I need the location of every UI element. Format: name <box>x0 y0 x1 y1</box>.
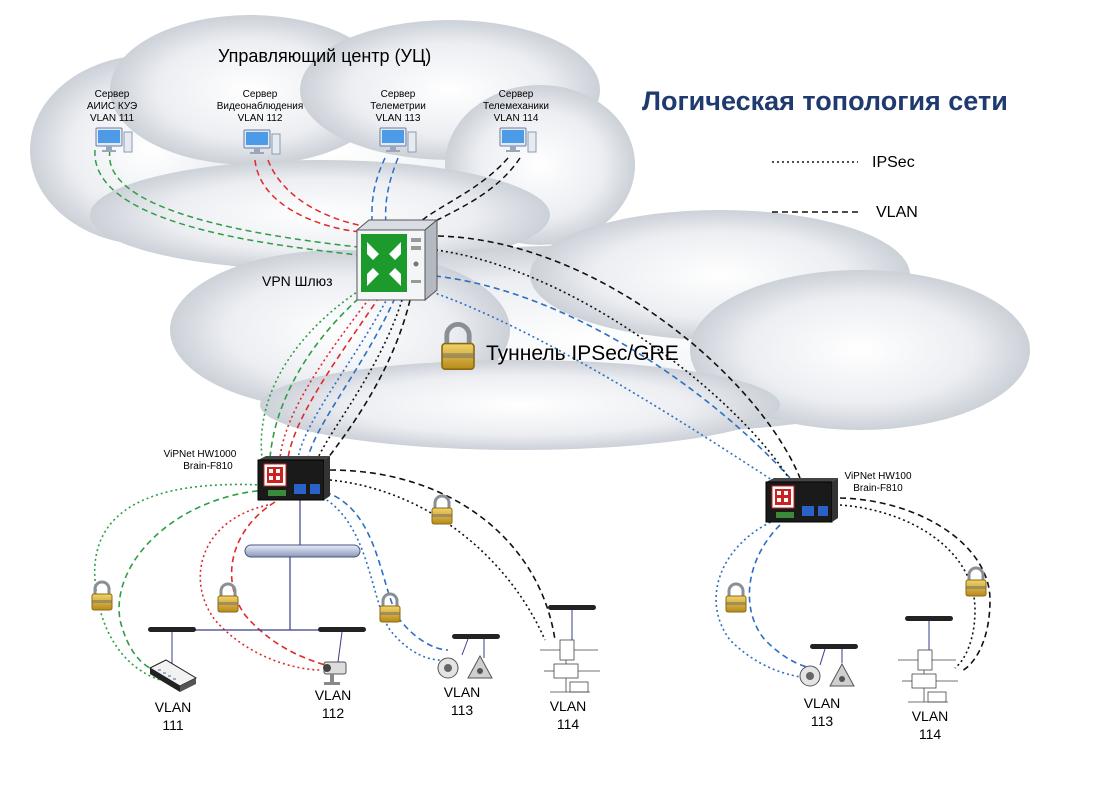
svg-text:114: 114 <box>919 726 942 742</box>
svg-text:VLAN 112: VLAN 112 <box>238 113 283 124</box>
svg-text:VLAN: VLAN <box>315 687 352 703</box>
svg-text:АИИС КУЭ: АИИС КУЭ <box>87 101 137 112</box>
svg-text:112: 112 <box>322 705 345 721</box>
svg-text:111: 111 <box>162 717 183 733</box>
control-center-label: Управляющий центр (УЦ) <box>218 46 431 66</box>
legend-vlan-label: VLAN <box>876 204 918 221</box>
svg-text:VLAN: VLAN <box>550 698 587 714</box>
right-device-links <box>715 497 991 679</box>
svg-text:113: 113 <box>811 713 834 729</box>
svg-text:Сервер: Сервер <box>499 89 534 100</box>
svg-text:VLAN: VLAN <box>912 708 949 724</box>
lock-icon <box>378 592 402 624</box>
svg-text:VLAN 114: VLAN 114 <box>494 113 539 124</box>
server-label-video: Сервер Видеонаблюдения VLAN 112 <box>217 89 304 124</box>
gateway-left-links <box>260 289 411 459</box>
vlan111-switch-icon[interactable] <box>148 659 198 692</box>
vipnet-hw1000-router-icon[interactable] <box>257 456 330 501</box>
endpoint-label-vlan111: VLAN 111 <box>155 699 192 733</box>
device-left-label: ViPNet HW1000 Brain-F810 <box>164 449 237 472</box>
svg-text:VLAN: VLAN <box>155 699 192 715</box>
vlan114-circuit-icon[interactable] <box>540 639 600 693</box>
svg-text:Сервер: Сервер <box>243 89 278 100</box>
svg-text:ViPNet HW1000: ViPNet HW1000 <box>164 449 237 460</box>
lock-icon <box>430 494 454 526</box>
svg-text:VLAN 113: VLAN 113 <box>376 113 421 124</box>
endpoint-label-vlan113: VLAN 113 <box>444 684 481 718</box>
vlan113-right-sensor-icon[interactable] <box>799 662 855 687</box>
server-label-telemechanics: Сервер Телемеханики VLAN 114 <box>483 89 549 124</box>
svg-text:114: 114 <box>557 716 580 732</box>
svg-text:Телемеханики: Телемеханики <box>483 101 549 112</box>
vlan114-right-circuit-icon[interactable] <box>898 649 958 703</box>
vipnet-hw100-router-icon[interactable] <box>765 478 838 523</box>
lock-icon <box>724 582 748 614</box>
endpoint-label-vlan113-right: VLAN 113 <box>804 695 841 729</box>
legend: IPSec VLAN <box>772 154 918 221</box>
svg-text:Сервер: Сервер <box>381 89 416 100</box>
endpoint-label-vlan114-right: VLAN 114 <box>912 708 949 742</box>
vlan112-camera-icon[interactable] <box>323 661 347 685</box>
svg-text:Brain-F810: Brain-F810 <box>853 483 903 494</box>
vlan113-sensor-icon[interactable] <box>437 654 493 679</box>
gateway-right-links <box>431 235 801 483</box>
svg-text:113: 113 <box>451 702 474 718</box>
lock-icon <box>964 566 988 598</box>
svg-text:VLAN 111: VLAN 111 <box>90 113 135 124</box>
tunnel-label: Туннель IPSec/GRE <box>486 342 679 365</box>
legend-ipsec-label: IPSec <box>872 154 915 171</box>
svg-text:VLAN: VLAN <box>804 695 841 711</box>
svg-text:Сервер: Сервер <box>95 89 130 100</box>
svg-text:ViPNet HW100: ViPNet HW100 <box>844 471 912 482</box>
svg-text:VLAN: VLAN <box>444 684 481 700</box>
gateway-label: VPN Шлюз <box>262 273 333 289</box>
lock-icon <box>90 580 114 612</box>
device-right-label: ViPNet HW100 Brain-F810 <box>844 471 912 494</box>
left-device-links <box>94 469 556 681</box>
server-label-telemetry: Сервер Телеметрии VLAN 113 <box>370 89 426 124</box>
page-title: Логическая топология сети <box>642 86 1008 116</box>
svg-text:Телеметрии: Телеметрии <box>370 101 426 112</box>
endpoint-label-vlan114: VLAN 114 <box>550 698 587 732</box>
lock-icon <box>216 582 240 614</box>
vpn-gateway-server-icon[interactable] <box>355 218 439 302</box>
server-label-aiis: Сервер АИИС КУЭ VLAN 111 <box>87 89 137 124</box>
endpoint-label-vlan112: VLAN 112 <box>315 687 352 721</box>
svg-text:Видеонаблюдения: Видеонаблюдения <box>217 100 304 112</box>
svg-text:Brain-F810: Brain-F810 <box>183 461 233 472</box>
